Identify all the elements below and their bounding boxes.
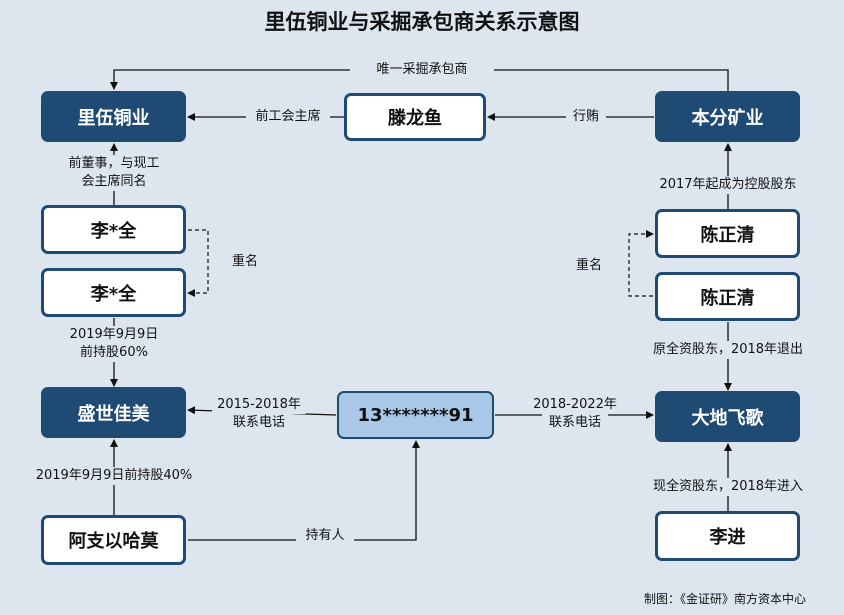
label-former-sole: 原全资股东，2018年退出: [640, 341, 816, 359]
label-bribery: 行贿: [566, 108, 606, 126]
edge-same-name-right: [628, 230, 654, 297]
label-contact-right-line2: 联系电话: [542, 414, 608, 432]
node-tenglongyu: 滕龙鱼: [344, 93, 486, 141]
node-li-quan-1: 李*全: [41, 205, 186, 254]
label-contact-left-line2: 联系电话: [226, 414, 292, 432]
label-contact-right-line1: 2018-2022年: [528, 396, 622, 414]
label-controlling: 2017年起成为控股股东: [642, 176, 814, 194]
label-holder: 持有人: [296, 527, 354, 545]
edge-holder: [188, 440, 420, 541]
label-held-40: 2019年9月9日前持股40%: [28, 467, 200, 485]
node-dadi-feige: 大地飞歌: [655, 391, 800, 442]
label-current-sole: 现全资股东，2018年进入: [640, 478, 816, 496]
label-same-name-left: 重名: [220, 253, 270, 271]
diagram-title: 里伍铜业与采掘承包商关系示意图: [264, 10, 580, 34]
node-li-jin: 李进: [655, 511, 800, 561]
label-held-60-line2: 前持股60%: [67, 344, 161, 362]
node-azhi-yihamo: 阿支以哈莫: [41, 515, 186, 565]
label-held-60-line1: 2019年9月9日: [57, 326, 171, 344]
label-top: 唯一采掘承包商: [350, 61, 494, 79]
label-contact-left-line1: 2015-2018年: [212, 396, 306, 414]
node-chen-zhengqing-2: 陈正清: [655, 272, 800, 321]
node-li-quan-2: 李*全: [41, 268, 186, 317]
node-shengshi-jiamei: 盛世佳美: [41, 387, 186, 438]
label-former-director-line1: 前董事，与现工: [50, 155, 178, 173]
label-former-director-line2: 会主席同名: [60, 173, 168, 191]
label-former-union: 前工会主席: [246, 108, 330, 126]
node-phone-number: 13*******91: [337, 391, 494, 439]
node-liwu-copper: 里伍铜业: [41, 91, 186, 142]
credit-text: 制图：《金证研》南方资本中心: [643, 592, 806, 606]
edge-same-name-left: [187, 229, 209, 297]
node-chen-zhengqing-1: 陈正清: [655, 209, 800, 258]
label-same-name-right: 重名: [568, 257, 610, 275]
node-benfen-mining: 本分矿业: [655, 91, 800, 142]
